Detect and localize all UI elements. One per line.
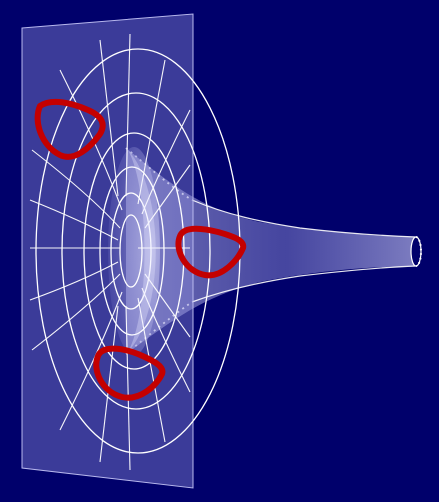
embedding-plane (22, 14, 193, 488)
